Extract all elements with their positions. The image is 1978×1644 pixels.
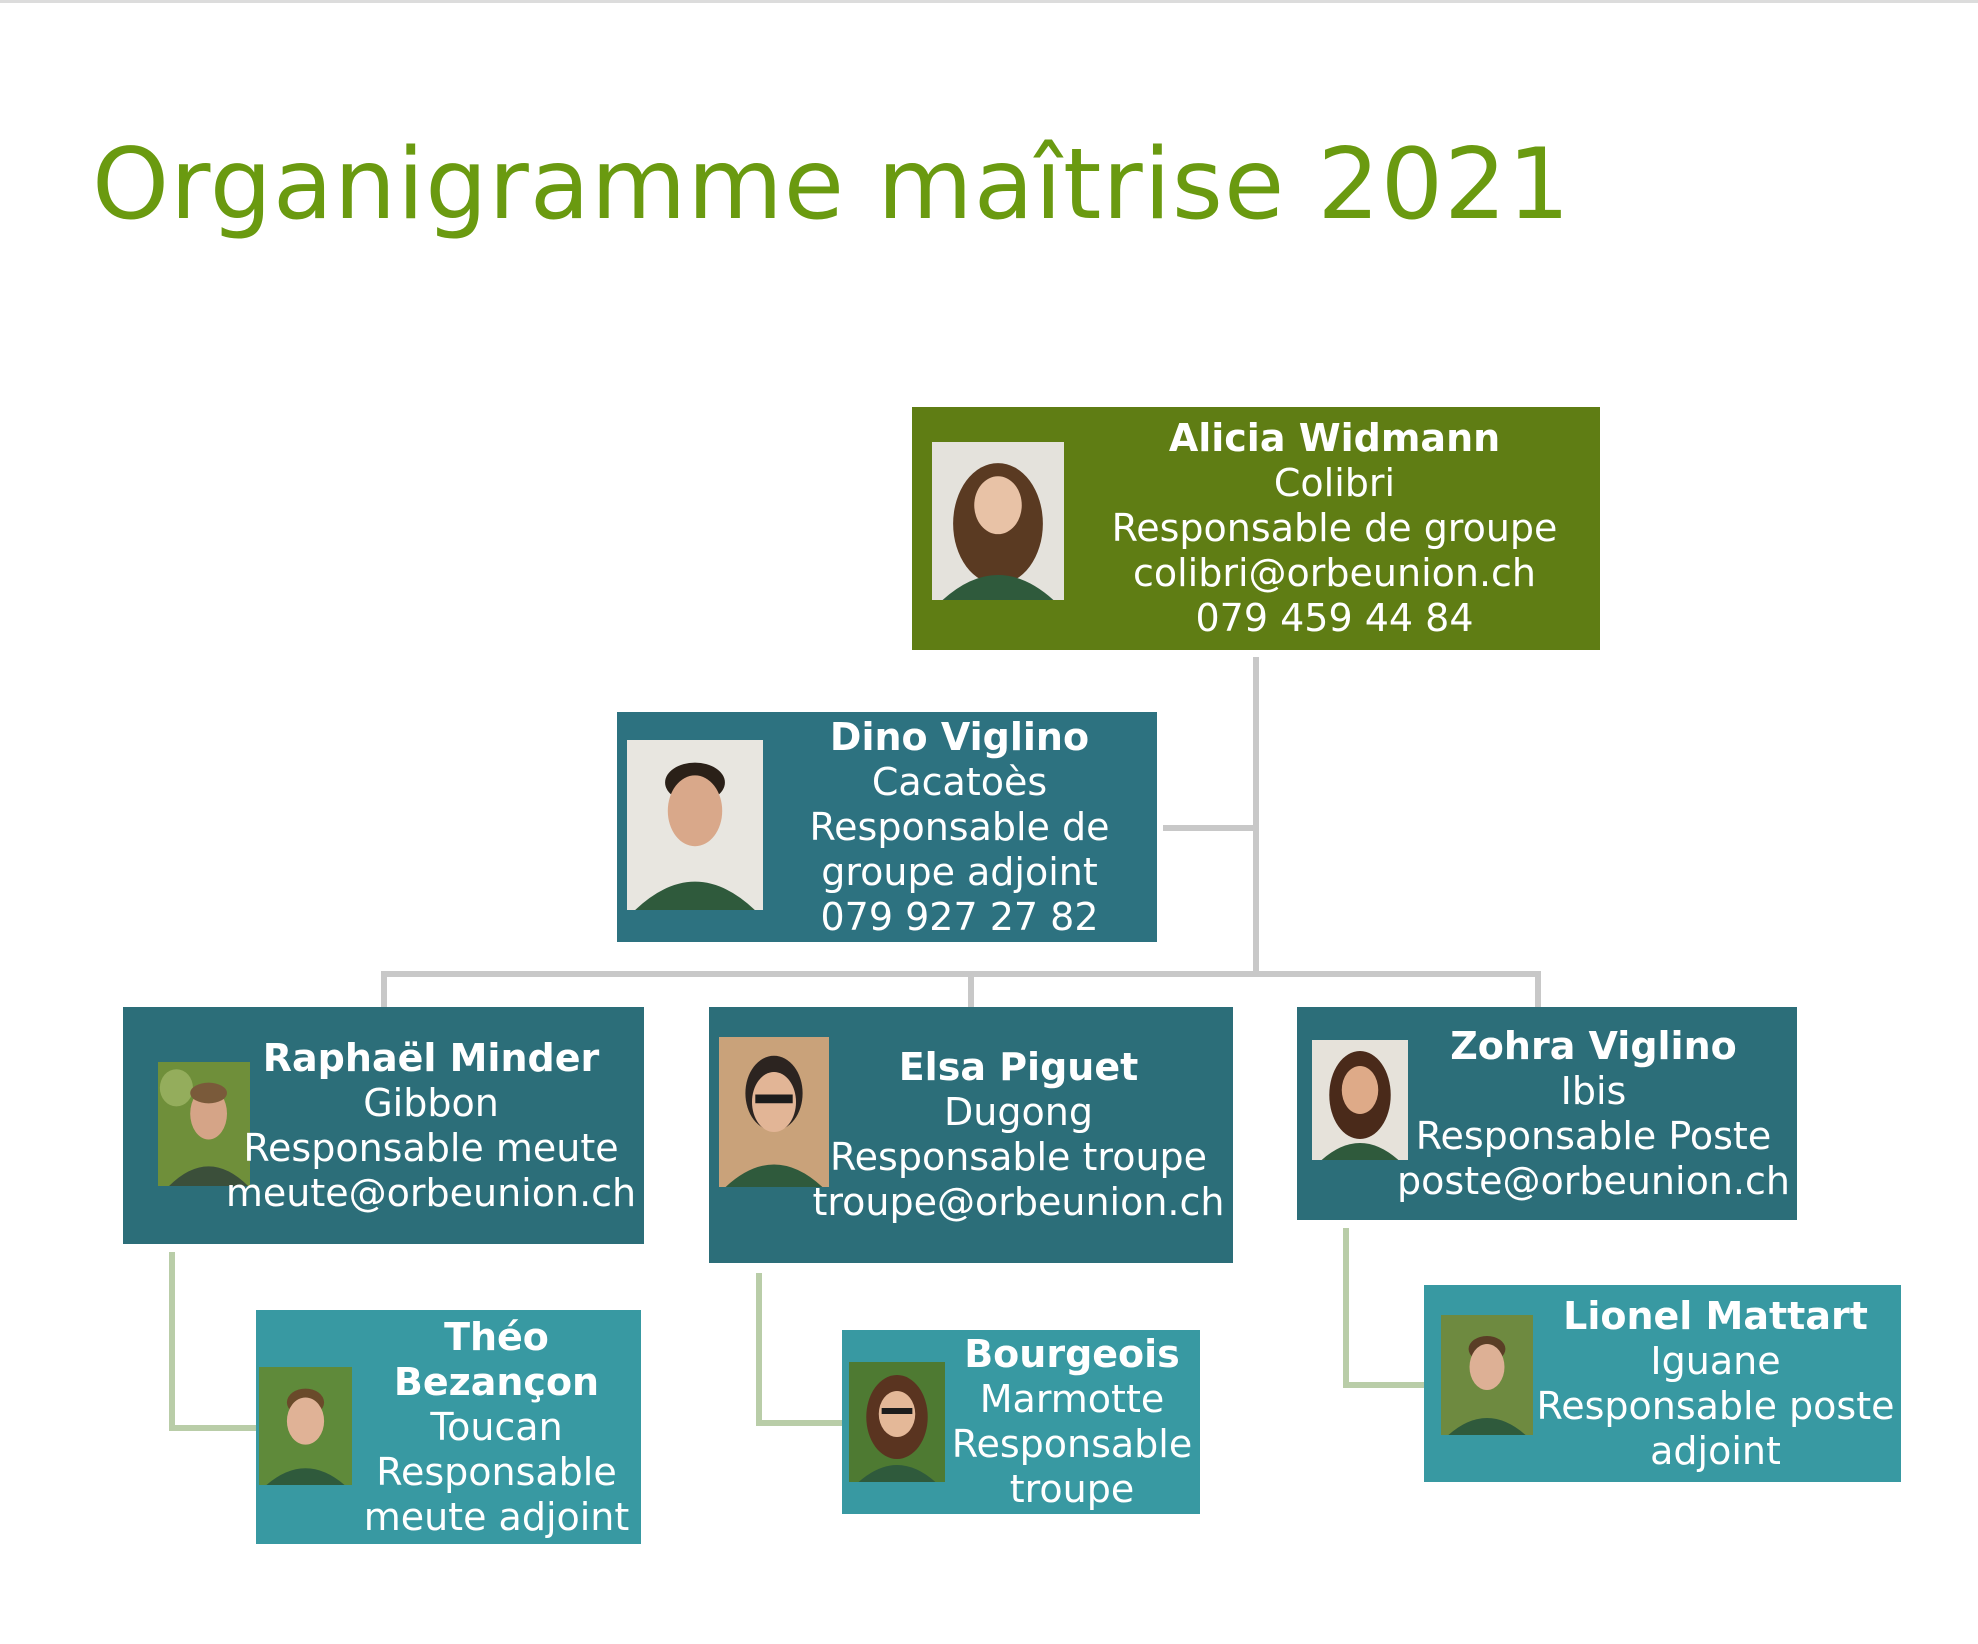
portrait-icon bbox=[1441, 1315, 1533, 1435]
card-raphael-minder: Raphaël Minder Gibbon Responsable meute … bbox=[123, 1007, 644, 1244]
person-name: Zohra Viglino bbox=[1450, 1023, 1737, 1068]
connector-bourgeois bbox=[756, 1273, 842, 1426]
card-text: Alicia Widmann Colibri Responsable de gr… bbox=[1077, 407, 1592, 650]
person-role: Responsable bbox=[951, 1422, 1193, 1466]
person-name: Bezançon bbox=[393, 1359, 600, 1404]
person-role: Responsable meute bbox=[243, 1125, 619, 1170]
card-alicia-widmann: Alicia Widmann Colibri Responsable de gr… bbox=[912, 407, 1600, 650]
person-role: adjoint bbox=[1650, 1428, 1781, 1473]
person-email: poste@orbeunion.ch bbox=[1397, 1158, 1790, 1203]
card-text: Elsa Piguet Dugong Responsable troupe tr… bbox=[804, 1007, 1233, 1263]
person-email: colibri@orbeunion.ch bbox=[1132, 551, 1537, 595]
person-totem: Marmotte bbox=[979, 1377, 1165, 1421]
person-totem: Colibri bbox=[1273, 461, 1396, 505]
person-role: Responsable de bbox=[809, 804, 1110, 849]
person-name: Alicia Widmann bbox=[1168, 416, 1501, 460]
card-text: Lionel Mattart Iguane Responsable poste … bbox=[1532, 1285, 1899, 1482]
person-email: troupe@orbeunion.ch bbox=[812, 1180, 1225, 1224]
person-totem: Iguane bbox=[1650, 1338, 1781, 1383]
portrait-icon bbox=[719, 1037, 829, 1187]
portrait-icon bbox=[627, 740, 763, 910]
connector-theo bbox=[169, 1252, 256, 1431]
person-role: Responsable Poste bbox=[1415, 1113, 1772, 1158]
person-totem: Ibis bbox=[1560, 1068, 1627, 1113]
person-name: Raphaël Minder bbox=[262, 1035, 600, 1080]
card-text: Zohra Viglino Ibis Responsable Poste pos… bbox=[1392, 1007, 1795, 1220]
portrait-icon bbox=[259, 1367, 352, 1485]
person-name: Dino Viglino bbox=[829, 714, 1090, 759]
person-role: troupe bbox=[1009, 1467, 1135, 1511]
card-text: Dino Viglino Cacatoès Responsable de gro… bbox=[767, 712, 1152, 942]
person-role: Responsable troupe bbox=[829, 1135, 1208, 1179]
top-border bbox=[0, 0, 1978, 3]
card-elsa-piguet: Elsa Piguet Dugong Responsable troupe tr… bbox=[709, 1007, 1233, 1263]
person-name: Elsa Piguet bbox=[898, 1045, 1139, 1089]
connector-lionel bbox=[1343, 1228, 1424, 1388]
person-totem: Toucan bbox=[430, 1404, 563, 1449]
person-totem: Cacatoès bbox=[871, 759, 1048, 804]
person-name: Bourgeois bbox=[964, 1332, 1180, 1376]
portrait-icon bbox=[1312, 1040, 1408, 1160]
card-zohra-viglino: Zohra Viglino Ibis Responsable Poste pos… bbox=[1297, 1007, 1797, 1220]
person-phone: 079 927 27 82 bbox=[820, 894, 1099, 939]
card-dino-viglino: Dino Viglino Cacatoès Responsable de gro… bbox=[617, 712, 1157, 942]
person-role: meute adjoint bbox=[363, 1494, 630, 1539]
card-bourgeois: Bourgeois Marmotte Responsable troupe bbox=[842, 1330, 1200, 1514]
person-totem: Gibbon bbox=[363, 1080, 499, 1125]
person-role: Responsable poste bbox=[1536, 1383, 1895, 1428]
card-theo-bezancon: Théo Bezançon Toucan Responsable meute a… bbox=[256, 1310, 641, 1544]
page-title: Organigramme maîtrise 2021 bbox=[92, 128, 1571, 242]
card-text: Raphaël Minder Gibbon Responsable meute … bbox=[218, 1007, 644, 1244]
card-text: Théo Bezançon Toucan Responsable meute a… bbox=[354, 1310, 639, 1544]
person-role: Responsable de groupe bbox=[1111, 506, 1558, 550]
person-phone: 079 459 44 84 bbox=[1195, 596, 1474, 640]
person-totem: Dugong bbox=[944, 1090, 1093, 1134]
portrait-icon bbox=[932, 442, 1064, 600]
person-role: groupe adjoint bbox=[821, 849, 1098, 894]
person-role: Responsable bbox=[376, 1449, 617, 1494]
portrait-icon bbox=[158, 1062, 250, 1186]
person-name: Théo bbox=[444, 1314, 549, 1359]
person-name: Lionel Mattart bbox=[1563, 1293, 1868, 1338]
card-text: Bourgeois Marmotte Responsable troupe bbox=[947, 1330, 1197, 1514]
person-email: meute@orbeunion.ch bbox=[225, 1170, 637, 1215]
portrait-icon bbox=[849, 1362, 945, 1482]
card-lionel-mattart: Lionel Mattart Iguane Responsable poste … bbox=[1424, 1285, 1901, 1482]
